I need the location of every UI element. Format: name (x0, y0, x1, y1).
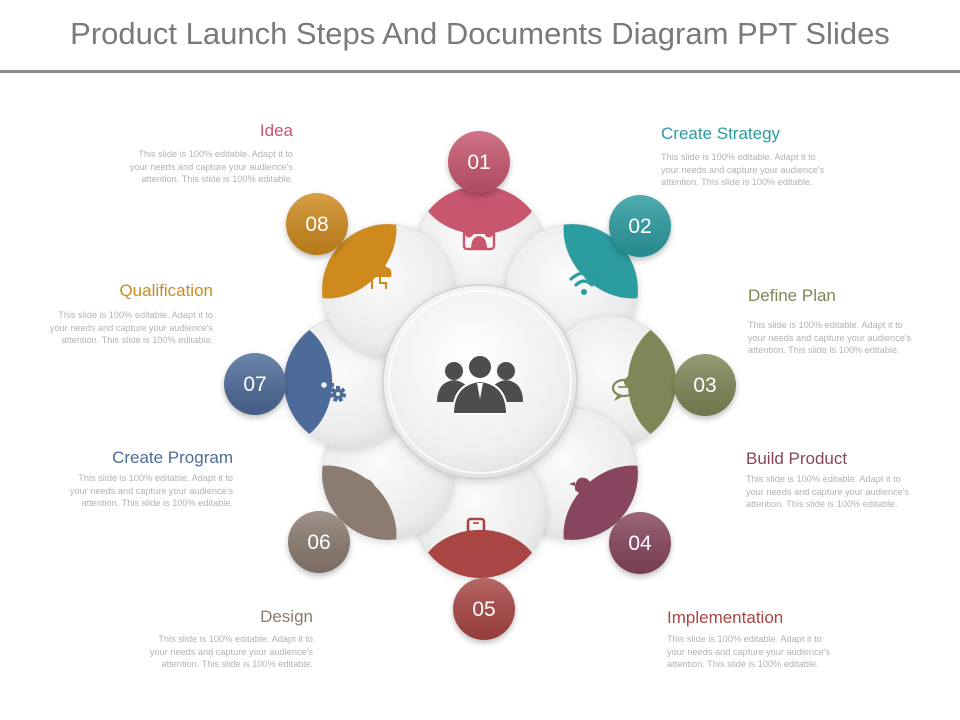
step-description-07: This slide is 100% editable. Adapt it to… (69, 473, 233, 509)
step-description-06: This slide is 100% editable. Adapt it to… (149, 634, 313, 670)
gears-icon (314, 375, 347, 403)
step-label-06: Design (260, 607, 313, 626)
step-number: 02 (628, 215, 651, 238)
title-divider (0, 70, 960, 73)
wifi-icon (569, 271, 599, 295)
step-number: 05 (472, 598, 495, 621)
step-number: 03 (693, 374, 716, 397)
step-badge-08: 08 (286, 193, 348, 255)
step-label-05: Implementation (667, 608, 784, 627)
step-number: 01 (467, 151, 490, 174)
team-icon (437, 354, 523, 415)
step-badge-02: 02 (609, 195, 671, 257)
center-hub (382, 284, 578, 480)
step-number: 04 (628, 532, 652, 555)
step-label-01: Idea (259, 121, 293, 140)
step-accent-01 (417, 186, 543, 235)
step-description-05: This slide is 100% editable. Adapt it to… (667, 634, 831, 670)
step-label-04: Build Product (746, 449, 848, 468)
step-description-02: This slide is 100% editable. Adapt it to… (661, 152, 825, 188)
step-number: 08 (305, 213, 328, 236)
step-badge-04: 04 (609, 512, 671, 574)
magnifier-icon (352, 478, 383, 509)
step-description-04: This slide is 100% editable. Adapt it to… (746, 474, 910, 510)
step-accent-07 (284, 319, 333, 445)
step-number: 07 (243, 373, 266, 396)
cloud-network-icon (357, 261, 392, 289)
step-label-02: Create Strategy (661, 124, 781, 143)
step-accent-03 (627, 319, 676, 445)
step-label-03: Define Plan (748, 286, 836, 305)
people-icon (462, 222, 496, 251)
phone-icon (466, 517, 486, 553)
step-description-01: This slide is 100% editable. Adapt it to… (129, 149, 293, 185)
step-badge-06: 06 (288, 511, 350, 573)
step-number: 06 (307, 531, 330, 554)
step-label-08: Qualification (119, 281, 213, 300)
chat-icon (611, 375, 644, 401)
step-description-08: This slide is 100% editable. Adapt it to… (49, 310, 213, 346)
step-accent-05 (417, 529, 543, 578)
step-badge-03: 03 (674, 354, 736, 416)
step-badge-01: 01 (448, 131, 510, 193)
step-label-07: Create Program (112, 448, 233, 467)
step-badge-05: 05 (453, 578, 515, 640)
step-description-03: This slide is 100% editable. Adapt it to… (748, 320, 912, 356)
step-badge-07: 07 (224, 353, 286, 415)
bird-icon (569, 477, 601, 503)
slide-title: Product Launch Steps And Documents Diagr… (70, 16, 890, 51)
